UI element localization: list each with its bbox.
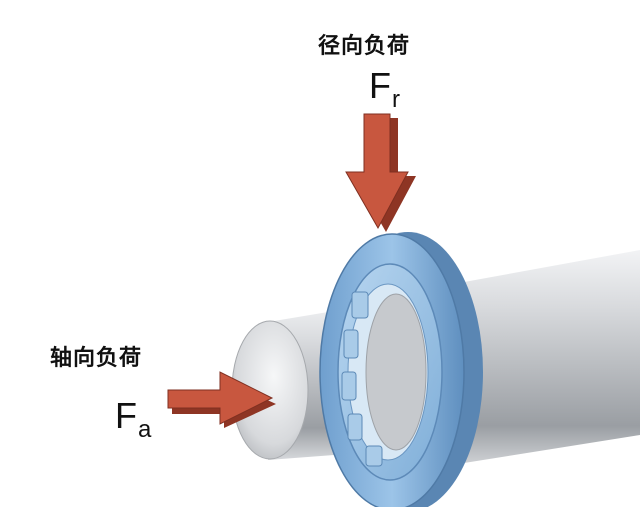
axial-load-arrow — [167, 371, 276, 428]
bearing — [319, 232, 483, 507]
axial-force-subscript: a — [138, 416, 152, 443]
radial-load-label: 径向负荷 — [318, 34, 411, 59]
radial-force-subscript: r — [392, 86, 400, 113]
axial-force-symbol: Fa — [115, 398, 151, 442]
radial-load-arrow — [345, 113, 416, 232]
axial-force-letter: F — [115, 395, 137, 436]
radial-force-letter: F — [369, 65, 391, 106]
radial-force-symbol: Fr — [369, 68, 400, 112]
axial-load-label: 轴向负荷 — [50, 346, 143, 371]
roller-elements — [341, 291, 383, 467]
